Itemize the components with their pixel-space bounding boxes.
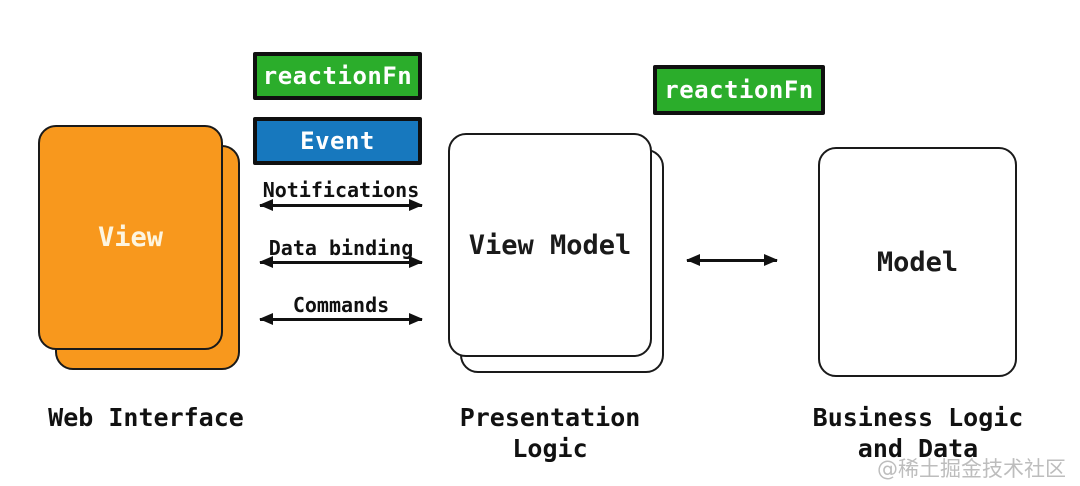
- view-node: View: [38, 125, 240, 370]
- model-card: Model: [818, 147, 1017, 377]
- view-card-front: View: [38, 125, 223, 350]
- view-model-node: View Model: [448, 133, 664, 373]
- data-binding-arrow-label: Data binding: [268, 236, 414, 260]
- commands-arrow: [259, 313, 423, 325]
- viewmodel-model-arrow: [686, 254, 778, 266]
- juejin-watermark: @稀土掘金技术社区: [877, 457, 1066, 481]
- web-interface-caption: Web Interface: [48, 403, 244, 432]
- view-model-title: View Model: [468, 229, 632, 261]
- presentation-logic-caption: Presentation Logic: [459, 403, 641, 463]
- model-title: Model: [876, 246, 959, 278]
- business-logic-caption: Business Logic and Data: [812, 403, 1024, 463]
- notifications-arrow-label: Notifications: [262, 178, 420, 202]
- view-model-card-front: View Model: [448, 133, 652, 357]
- view-title: View: [97, 222, 164, 253]
- data-binding-arrow: [259, 256, 423, 268]
- notifications-arrow: [259, 199, 423, 211]
- model-node: Model: [818, 147, 1017, 377]
- reactionfn-badge-left: reactionFn: [253, 52, 422, 100]
- reactionfn-badge-right: reactionFn: [653, 65, 825, 115]
- event-badge: Event: [253, 117, 422, 165]
- commands-arrow-label: Commands: [292, 293, 390, 317]
